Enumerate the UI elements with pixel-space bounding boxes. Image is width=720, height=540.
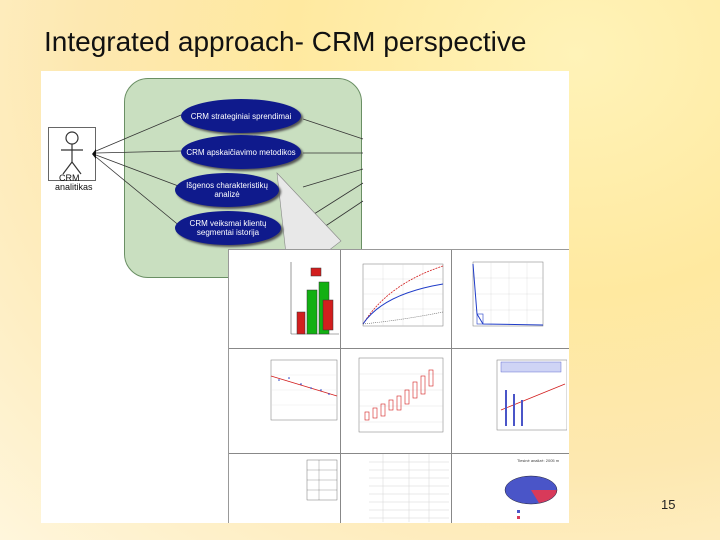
slide-title: Integrated approach- CRM perspective	[44, 26, 527, 57]
boxplot-thumbnail	[343, 350, 449, 450]
use-case-3: Išgenos charakteristikų analizė	[175, 173, 279, 207]
use-case-1: CRM strateginiai sprendimai	[181, 99, 301, 133]
histogram-thumbnail	[491, 350, 567, 450]
bar-chart-thumbnail	[269, 256, 339, 342]
use-case-4: CRM veiksmai klientų segmentai istorija	[175, 211, 281, 245]
pie-chart-thumbnail: Tiesinė analizė: 2005 m	[489, 456, 569, 523]
actor-box	[48, 127, 96, 181]
diagram-screenshot: CRM analitikas CRM strateginiai sprendim…	[41, 71, 569, 523]
stick-figure-icon	[61, 131, 83, 175]
analysis-thumbnails: Tiesinė analizė: 2005 m	[228, 249, 569, 523]
trend-chart-thumbnail	[259, 350, 339, 450]
slide-number: 15	[661, 497, 676, 512]
use-case-2: CRM apskaičiavimo metodikos	[181, 135, 301, 169]
spreadsheet-thumbnail	[369, 454, 449, 522]
actor-label: CRM analitikas	[55, 173, 93, 192]
curve-chart-thumbnail	[343, 254, 449, 344]
decay-chart-thumbnail	[455, 254, 565, 344]
summary-table-thumbnail	[305, 456, 339, 522]
